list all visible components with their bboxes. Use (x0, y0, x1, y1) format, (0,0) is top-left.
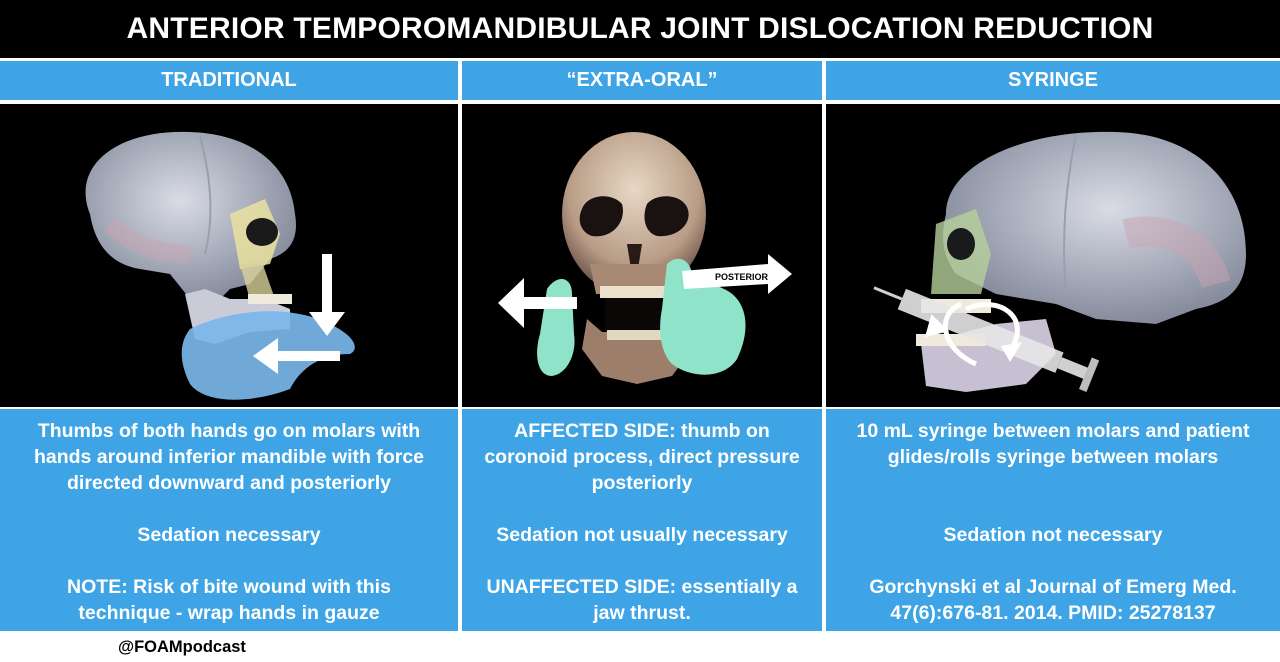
sedation-note: Sedation not necessary (943, 524, 1163, 546)
footer-handle: @FOAMpodcast (118, 638, 246, 656)
traditional-description: Thumbs of both hands go on molars with h… (0, 409, 458, 631)
description-line: 10 mL syringe between molars and patient (856, 420, 1250, 442)
description-line: Thumbs of both hands go on molars with (37, 420, 421, 442)
page-title: ANTERIOR TEMPOROMANDIBULAR JOINT DISLOCA… (0, 0, 1280, 58)
posterior-label: POSTERIOR (715, 272, 769, 282)
column-header-extra-oral: “EXTRA-ORAL” (462, 61, 822, 100)
sedation-note: Sedation necessary (137, 524, 321, 546)
syringe-illustration (826, 104, 1280, 407)
description-line: glides/rolls syringe between molars (887, 446, 1219, 468)
citation-line: Gorchynski et al Journal of Emerg Med. (869, 576, 1237, 598)
description-line: posteriorly (591, 472, 693, 494)
note-line: NOTE: Risk of bite wound with this (67, 576, 391, 598)
column-header-syringe: SYRINGE (826, 61, 1280, 100)
extra-oral-description: AFFECTED SIDE: thumb on coronoid process… (462, 409, 822, 631)
traditional-illustration (0, 104, 458, 407)
skull-front-view-icon: POSTERIOR (498, 132, 792, 384)
syringe-description: 10 mL syringe between molars and patient… (826, 409, 1280, 631)
sedation-note: Sedation not usually necessary (496, 524, 788, 546)
skull-side-view-icon (85, 131, 355, 400)
citation-line: 47(6):676-81. 2014. PMID: 25278137 (890, 602, 1216, 624)
column-header-traditional: TRADITIONAL (0, 61, 458, 100)
description-line: hands around inferior mandible with forc… (33, 446, 425, 468)
description-line: coronoid process, direct pressure (484, 446, 800, 468)
description-line: AFFECTED SIDE: thumb on (514, 420, 770, 442)
extra-oral-illustration: POSTERIOR (462, 104, 822, 407)
skull-syringe-icon (873, 131, 1246, 392)
description-line: directed downward and posteriorly (67, 472, 391, 494)
note-line: UNAFFECTED SIDE: essentially a (486, 576, 798, 598)
note-line: technique - wrap hands in gauze (78, 602, 380, 624)
note-line: jaw thrust. (593, 602, 691, 624)
